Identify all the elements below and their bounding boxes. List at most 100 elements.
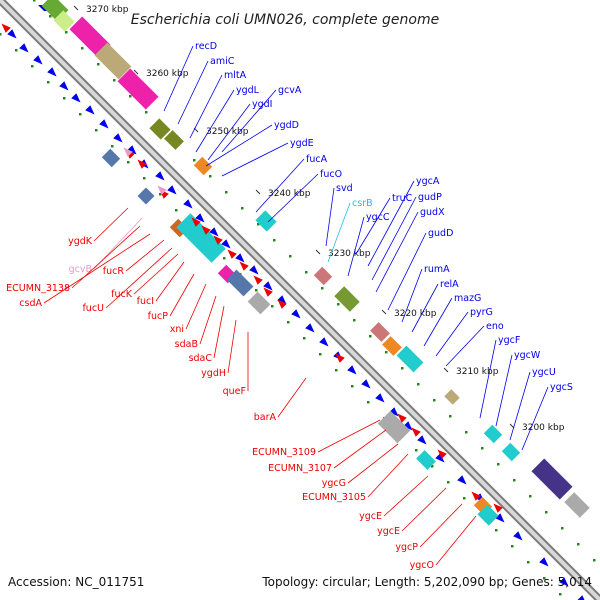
label-leader <box>185 283 207 330</box>
gene-label: fucU <box>82 303 104 314</box>
gene-arrow <box>167 185 177 195</box>
gene-arrow <box>437 449 447 459</box>
gene-label: fucP <box>148 311 169 322</box>
gene-label: svd <box>336 183 353 194</box>
gene-arrow <box>347 365 357 375</box>
gene-arrow <box>1 23 11 33</box>
label-leader <box>227 319 237 374</box>
gene-label: csrB <box>352 198 373 209</box>
gene-label: ECUMN_3138 <box>6 283 70 294</box>
gene-label: ygdK <box>68 236 93 247</box>
gene-arrow <box>513 531 523 541</box>
gene-label: gcvB <box>69 264 92 275</box>
accession-text: Accession: NC_011751 <box>8 575 144 589</box>
label-leader <box>367 453 409 498</box>
kbp-tick-label: 3260 kbp <box>146 69 189 79</box>
gene-label: ygcW <box>514 350 541 361</box>
label-leader <box>327 202 351 263</box>
gene-arrow <box>335 353 345 363</box>
label-leader <box>205 124 273 167</box>
gene-arrow <box>123 147 133 157</box>
gene-label: ECUMN_3105 <box>302 492 366 503</box>
label-leader <box>367 180 415 267</box>
gene-block <box>101 148 499 526</box>
label-leader <box>401 487 447 532</box>
gene-arrow <box>235 253 245 263</box>
gene-arrow <box>221 239 231 249</box>
gene-arrow <box>361 379 371 389</box>
gene-label: gudX <box>420 207 445 218</box>
gene-arrow <box>183 199 193 209</box>
kbp-tick-label: 3230 kbp <box>328 249 371 259</box>
gene-arrow <box>155 171 165 181</box>
gene-arrow <box>291 309 301 319</box>
gene-arrow <box>375 393 385 403</box>
label-leader <box>93 207 129 242</box>
gene-arrow <box>85 105 95 115</box>
gene-label: ygdI <box>252 99 272 110</box>
gene-block <box>38 0 590 518</box>
kbp-tick <box>315 249 321 255</box>
gene-arrow <box>435 453 445 463</box>
gene-arrow <box>263 281 273 291</box>
label-leader <box>195 89 235 153</box>
kbp-tick <box>133 69 139 75</box>
gene-arrow <box>201 225 211 235</box>
gene-arrow <box>7 29 17 39</box>
label-leader <box>277 377 307 418</box>
kbp-tick-label: 3240 kbp <box>268 189 311 199</box>
label-leader <box>347 216 365 277</box>
gene-label: fucK <box>111 289 133 300</box>
kbp-tick <box>73 5 79 11</box>
gene-arrow <box>493 503 503 513</box>
label-leader <box>125 239 165 272</box>
gene-arrow <box>227 249 237 259</box>
gene-label: fucA <box>306 154 328 165</box>
gene-arrow <box>495 513 505 523</box>
label-leader <box>155 261 185 302</box>
label-leader <box>221 89 277 153</box>
gene-arrow <box>253 275 263 285</box>
label-leader <box>169 273 195 317</box>
gene-label: truC <box>392 193 413 204</box>
gene-label: barA <box>254 412 277 423</box>
gene-arrow <box>99 119 109 129</box>
gene-arrow <box>71 93 81 103</box>
gene-label: mltA <box>224 70 247 81</box>
gene-label: pyrG <box>470 307 493 318</box>
gene-label: ygcF <box>498 335 520 346</box>
label-leader <box>207 103 251 161</box>
gene-arrow <box>157 185 167 195</box>
gene-label: ygcE <box>377 526 400 537</box>
gene-label: sdaB <box>175 339 198 350</box>
gene-label: ECUMN_3107 <box>268 463 332 474</box>
label-leader <box>255 158 305 213</box>
label-leader <box>333 429 387 469</box>
gene-label: ygcP <box>395 542 418 553</box>
kbp-tick <box>381 309 387 315</box>
gene-arrow <box>59 81 69 91</box>
kbp-tick <box>255 189 261 195</box>
kbp-tick-label: 3250 kbp <box>206 127 249 137</box>
plus-arrows <box>7 29 587 600</box>
gene-arrow <box>471 491 481 501</box>
gene-label: amiC <box>210 56 235 67</box>
minus-gene-labels: ygdKgcvBECUMN_3138csdAfucRfucUfucKfucIfu… <box>6 207 477 571</box>
label-leader <box>479 339 497 419</box>
gene-arrow <box>209 227 219 237</box>
kbp-tick-label: 3200 kbp <box>522 423 565 433</box>
label-leader <box>411 283 439 333</box>
kbp-tick-label: 3210 kbp <box>456 367 499 377</box>
label-leader <box>435 515 477 566</box>
label-leader <box>221 142 289 177</box>
label-leader <box>355 197 391 255</box>
label-leader <box>445 325 485 367</box>
label-leader <box>317 419 381 453</box>
gene-arrow <box>137 159 147 169</box>
gene-label: ygcO <box>410 560 434 571</box>
label-leader <box>43 233 151 304</box>
label-leader <box>199 295 217 345</box>
gene-arrow <box>249 265 259 275</box>
gene-label: queF <box>223 386 246 397</box>
